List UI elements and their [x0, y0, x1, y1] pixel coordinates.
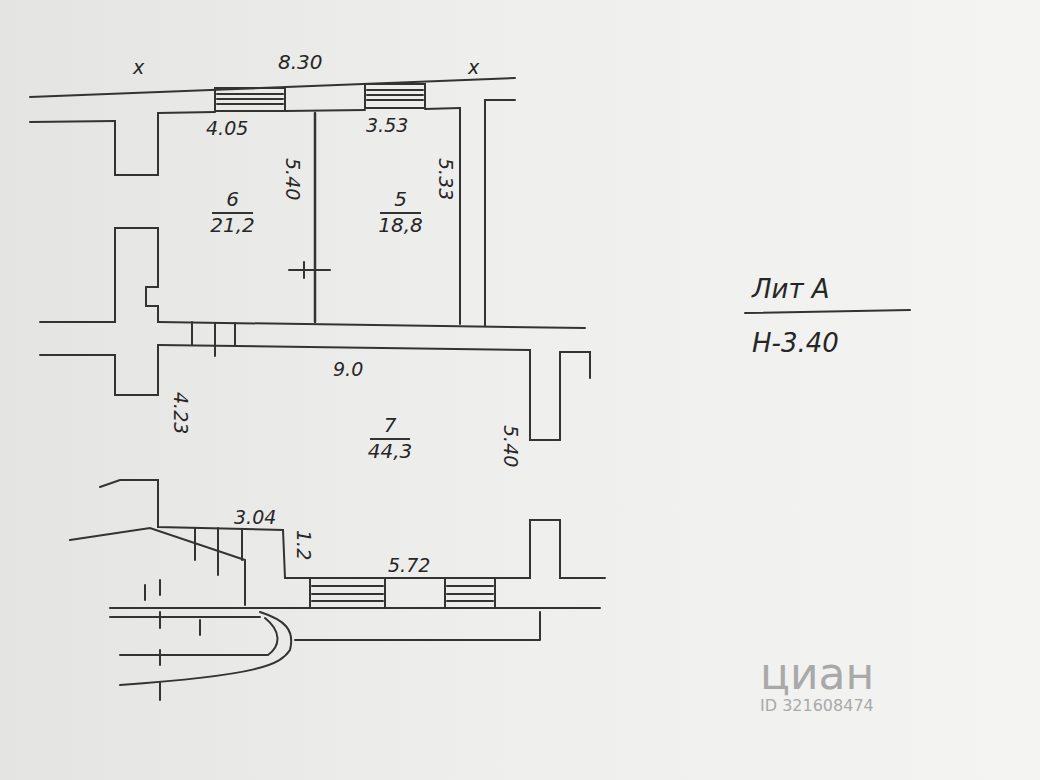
axis-mark: x — [133, 58, 144, 77]
dimension: 8.30 — [278, 52, 323, 72]
room-number: 7 — [370, 414, 411, 440]
dimension: 5.40 — [283, 158, 302, 200]
dimension: 9.0 — [333, 360, 363, 379]
room-number: 5 — [380, 188, 421, 214]
room: 744,3 — [335, 405, 445, 471]
dimension: 3.04 — [234, 508, 276, 527]
building-letter: Лит А — [752, 276, 830, 302]
room-area: 44,3 — [368, 440, 413, 463]
room-number: 6 — [212, 188, 253, 214]
watermark-id: ID 321608474 — [760, 698, 874, 714]
dimension: 5.72 — [388, 556, 430, 575]
dimension: 4.23 — [171, 392, 190, 434]
dimension: 5.33 — [436, 158, 455, 200]
dimension: 3.53 — [366, 116, 408, 135]
room-area: 21,2 — [210, 214, 255, 237]
room-area: 18,8 — [378, 214, 423, 237]
height-note: Н-3.40 — [752, 330, 839, 356]
dimension: 4.05 — [206, 119, 248, 138]
axis-mark: x — [468, 58, 479, 77]
dimension: 1.2 — [294, 530, 313, 560]
dimension: 5.40 — [501, 425, 520, 467]
room: 621,2 — [180, 180, 285, 244]
watermark: циан — [760, 652, 874, 696]
